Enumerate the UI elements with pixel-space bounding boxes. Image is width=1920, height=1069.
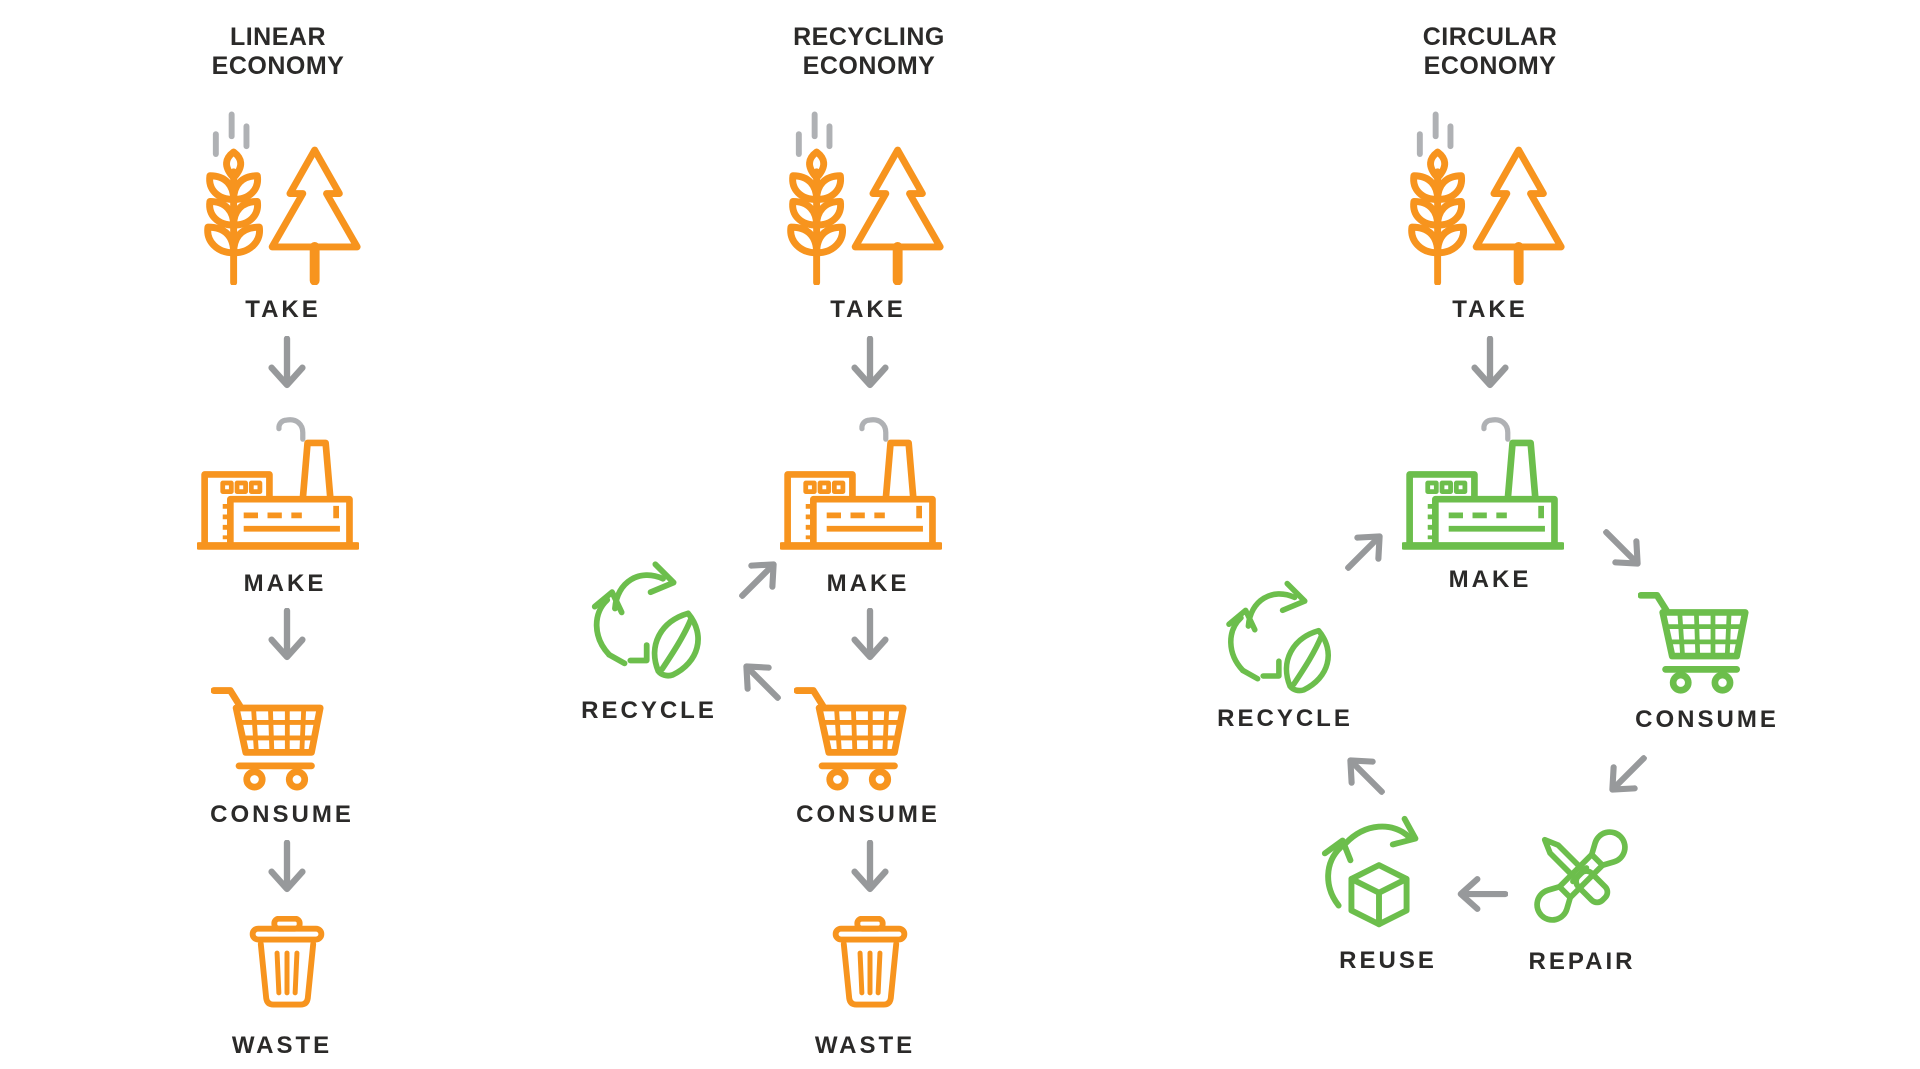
make-label: MAKE	[1448, 566, 1532, 593]
make-label: MAKE	[243, 570, 327, 597]
make-label: MAKE	[826, 570, 910, 597]
reuse-label: REUSE	[1339, 947, 1437, 974]
recycling-economy-title: RECYCLING ECONOMY	[793, 23, 945, 80]
consume-label: CONSUME	[210, 801, 354, 828]
waste-label: WASTE	[814, 1032, 916, 1059]
left-arrow-icon	[1452, 866, 1508, 922]
wheat-tree-icon	[785, 108, 953, 285]
recycle-label: RECYCLE	[581, 697, 717, 724]
up-left-arrow-icon	[720, 640, 799, 719]
shopping-cart-icon	[211, 676, 325, 794]
waste-label: WASTE	[231, 1032, 333, 1059]
reuse-box-icon	[1313, 810, 1445, 940]
linear-economy-title: LINEAR ECONOMY	[211, 23, 345, 80]
trash-can-icon	[827, 916, 913, 1010]
wheat-tree-icon	[202, 108, 370, 285]
down-arrow-icon	[848, 608, 892, 666]
down-arrow-icon	[265, 336, 309, 394]
take-label: TAKE	[1452, 296, 1528, 323]
down-arrow-icon	[848, 336, 892, 394]
take-label: TAKE	[245, 296, 321, 323]
down-left-arrow-icon	[1586, 736, 1665, 815]
recycle-leaf-icon	[588, 558, 715, 686]
factory-icon	[1402, 408, 1564, 558]
factory-icon	[780, 408, 942, 558]
down-arrow-icon	[1468, 336, 1512, 394]
down-arrow-icon	[265, 840, 309, 898]
factory-icon	[197, 408, 359, 558]
wheat-tree-icon	[1406, 108, 1574, 285]
trash-can-icon	[244, 916, 330, 1010]
repair-label: REPAIR	[1528, 948, 1636, 975]
down-arrow-icon	[265, 608, 309, 666]
recycle-leaf-icon	[1220, 578, 1347, 700]
recycle-label: RECYCLE	[1217, 705, 1353, 732]
shopping-cart-icon	[794, 676, 908, 794]
down-right-arrow-icon	[1584, 510, 1663, 589]
shopping-cart-icon	[1638, 582, 1750, 696]
consume-label: CONSUME	[1635, 706, 1779, 733]
circular-economy-title: CIRCULAR ECONOMY	[1422, 23, 1558, 80]
take-label: TAKE	[830, 296, 906, 323]
repair-tools-icon	[1524, 818, 1638, 934]
up-left-arrow-icon	[1324, 734, 1403, 813]
down-arrow-icon	[848, 840, 892, 898]
consume-label: CONSUME	[796, 801, 940, 828]
